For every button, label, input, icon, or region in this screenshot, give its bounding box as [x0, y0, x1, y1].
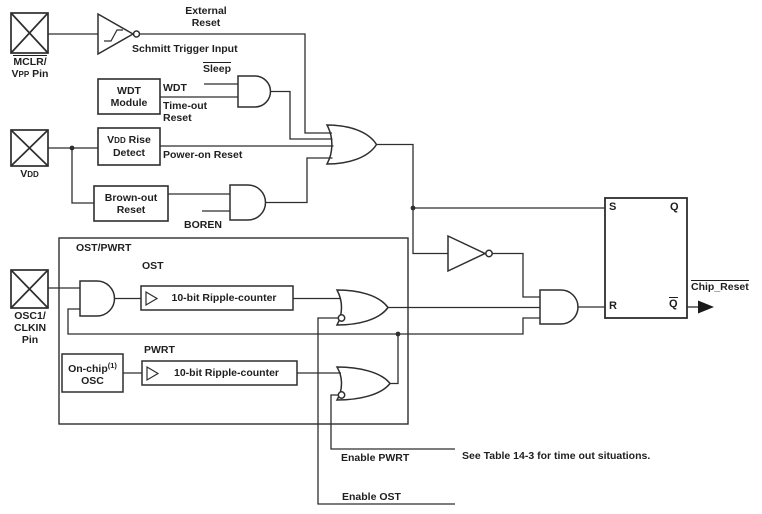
mclr-name: MCLR/ — [13, 55, 47, 68]
bor-and-gate-icon — [229, 184, 267, 221]
latch-s-label: S — [609, 201, 617, 213]
pwrt-ripple-counter-label: 10-bit Ripple-counter — [173, 367, 279, 379]
ost-pwrt-container-box — [58, 237, 409, 425]
vdd-pin-label: VDD — [20, 168, 39, 180]
pwrt-label: PWRT — [144, 344, 175, 356]
brown-out-reset-label: Brown-out Reset — [104, 191, 158, 216]
ost-and-gate-icon — [79, 280, 116, 317]
ost-label: OST — [142, 260, 164, 272]
see-table-note: See Table 14-3 for time out situations. — [462, 450, 651, 462]
schmitt-trigger-label: Schmitt Trigger Input — [132, 43, 238, 55]
sr-latch-box — [604, 197, 688, 319]
chip-reset-label: Chip_Reset — [691, 280, 749, 293]
wdt-signal-label2: Time-out — [163, 100, 208, 112]
ost-ripple-counter-label: 10-bit Ripple-counter — [171, 292, 277, 304]
vdd-pin-icon — [10, 129, 49, 167]
external-reset-label: External Reset — [175, 5, 237, 29]
sleep-label: Sleep — [203, 62, 232, 75]
wdt-and-gate-icon — [237, 75, 272, 108]
pwrt-or-gate-icon — [335, 366, 391, 401]
inverter-icon — [447, 234, 493, 273]
external-reset-line1: External — [185, 5, 227, 17]
wdt-signal-label1: WDT — [163, 82, 187, 94]
wdt-signal-label3: Reset — [163, 112, 192, 124]
osc1-pin-label: OSC1/ CLKIN Pin — [13, 310, 47, 346]
enable-ost-label: Enable OST — [342, 491, 401, 503]
external-reset-line2: Reset — [191, 17, 221, 29]
chip-reset-arrow-icon — [698, 300, 714, 314]
ost-or-gate-icon — [335, 289, 389, 326]
latch-qbar-label: Q — [669, 297, 678, 310]
junction-dots — [69, 145, 416, 337]
on-chip-osc-label: On-chip(1) OSC — [68, 360, 117, 387]
boren-label: BOREN — [184, 219, 222, 231]
main-or-gate-icon — [325, 124, 378, 165]
wires — [48, 33, 698, 505]
osc1-pin-icon — [10, 269, 49, 309]
wdt-module-label: WDT Module — [110, 84, 148, 109]
mclr-pin-icon — [10, 12, 49, 54]
chip-reset-and-gate-icon — [539, 289, 579, 325]
mclr-vpp: VPP Pin — [11, 68, 49, 80]
latch-r-label: R — [609, 300, 617, 312]
power-on-reset-label: Power-on Reset — [163, 149, 243, 161]
vdd-rise-detect-label: VDD Rise Detect — [107, 134, 151, 159]
ost-pwrt-title: OST/PWRT — [76, 242, 132, 254]
latch-q-label: Q — [670, 201, 679, 213]
mclr-pin-label: MCLR/ VPP Pin — [0, 55, 60, 81]
enable-pwrt-label: Enable PWRT — [341, 452, 410, 464]
